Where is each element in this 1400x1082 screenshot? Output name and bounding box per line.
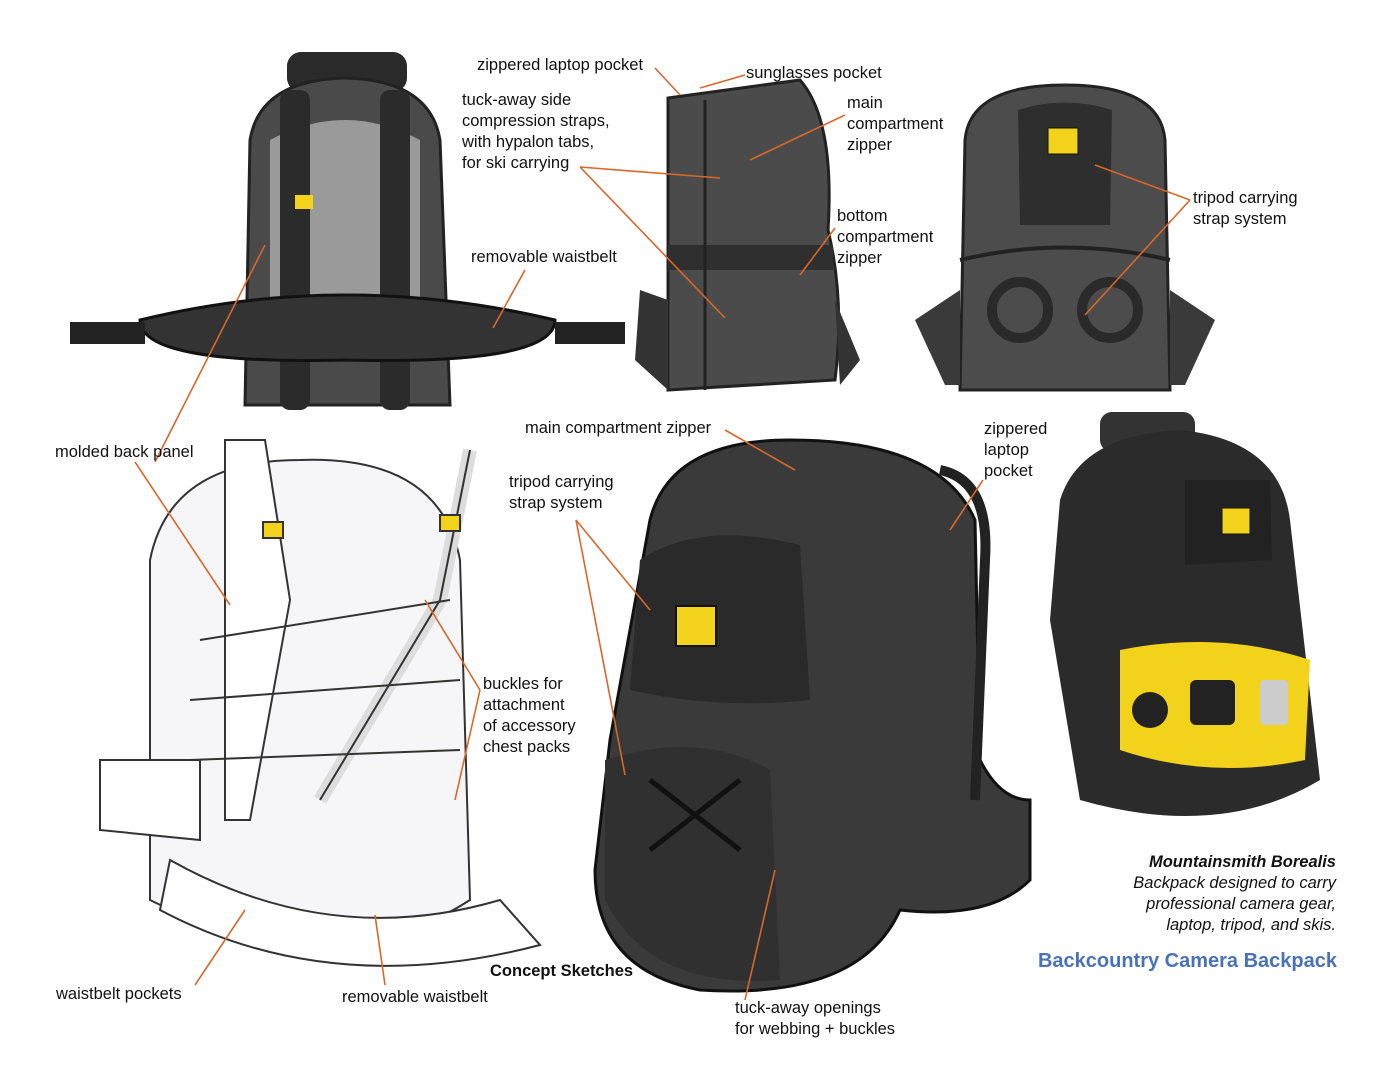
description-line: Backpack designed to carry xyxy=(1133,874,1336,892)
label-line: zipper xyxy=(837,249,882,267)
leader-lines xyxy=(134,67,1191,1001)
label-main-compartment-zipper-top: main compartment zipper xyxy=(847,93,943,156)
label-line: zipper xyxy=(847,136,892,154)
label-removable-waistbelt-top: removable waistbelt xyxy=(471,248,617,266)
label-line: strap system xyxy=(1193,210,1287,228)
label-line: laptop xyxy=(984,441,1029,459)
label-zippered-laptop-pocket-top: zippered laptop pocket xyxy=(477,56,644,74)
label-line: zippered xyxy=(984,420,1048,438)
label-line: strap system xyxy=(509,494,603,512)
side-view-backpack xyxy=(635,78,860,392)
label-tripod-strap-mid: tripod carrying strap system xyxy=(509,472,614,514)
label-line: compartment xyxy=(847,115,944,133)
label-line: main xyxy=(847,94,883,112)
label-line: of accessory xyxy=(483,717,576,735)
label-tuck-away-openings: tuck-away openings for webbing + buckles xyxy=(735,998,895,1040)
label-line: for ski carrying xyxy=(462,154,570,172)
back-view-backpack xyxy=(70,52,625,410)
label-line: pocket xyxy=(984,462,1033,480)
label-line: with hypalon tabs, xyxy=(462,133,595,151)
label-line: tripod carrying xyxy=(1193,189,1298,207)
label-sunglasses-pocket: sunglasses pocket xyxy=(746,64,882,82)
label-line: compression straps, xyxy=(462,112,610,130)
label-zippered-laptop-pocket: zippered laptop pocket xyxy=(984,419,1047,482)
description-line: professional camera gear, xyxy=(1146,895,1336,913)
label-removable-waistbelt-bottom: removable waistbelt xyxy=(342,988,488,1006)
label-buckles: buckles for attachment of accessory chest p… xyxy=(483,674,576,758)
label-line: tuck-away openings xyxy=(735,999,881,1017)
label-tripod-strap-top: tripod carrying strap system xyxy=(1193,188,1298,230)
label-line: attachment xyxy=(483,696,565,714)
product-name: Mountainsmith Borealis xyxy=(1148,853,1336,871)
label-line: for webbing + buckles xyxy=(735,1020,896,1038)
label-molded-back-panel: molded back panel xyxy=(55,443,194,461)
photo-backpack xyxy=(1050,412,1320,816)
label-line: tripod carrying xyxy=(509,473,614,491)
label-main-compartment-zipper: main compartment zipper xyxy=(525,419,712,437)
description-line: laptop, tripod, and skis. xyxy=(1166,916,1336,934)
label-line: bottom xyxy=(837,207,888,225)
page-title: Backcountry Camera Backpack xyxy=(1037,950,1337,972)
label-line: buckles for xyxy=(483,675,563,693)
label-line: tuck-away side xyxy=(462,91,572,109)
caption: Mountainsmith Borealis Backpack designed… xyxy=(1133,852,1336,936)
rendered-backpack xyxy=(593,438,1032,993)
label-waistbelt-pockets: waistbelt pockets xyxy=(56,985,182,1003)
concept-sketch-backpack xyxy=(99,439,542,967)
front-view-backpack xyxy=(915,83,1215,392)
label-bottom-compartment-zipper: bottom compartment zipper xyxy=(837,206,933,269)
label-line: compartment xyxy=(837,228,934,246)
label-side-compression-straps: tuck-away side compression straps, with hy… xyxy=(462,90,610,174)
label-concept-sketches: Concept Sketches xyxy=(490,962,634,980)
label-line: chest packs xyxy=(483,738,571,756)
